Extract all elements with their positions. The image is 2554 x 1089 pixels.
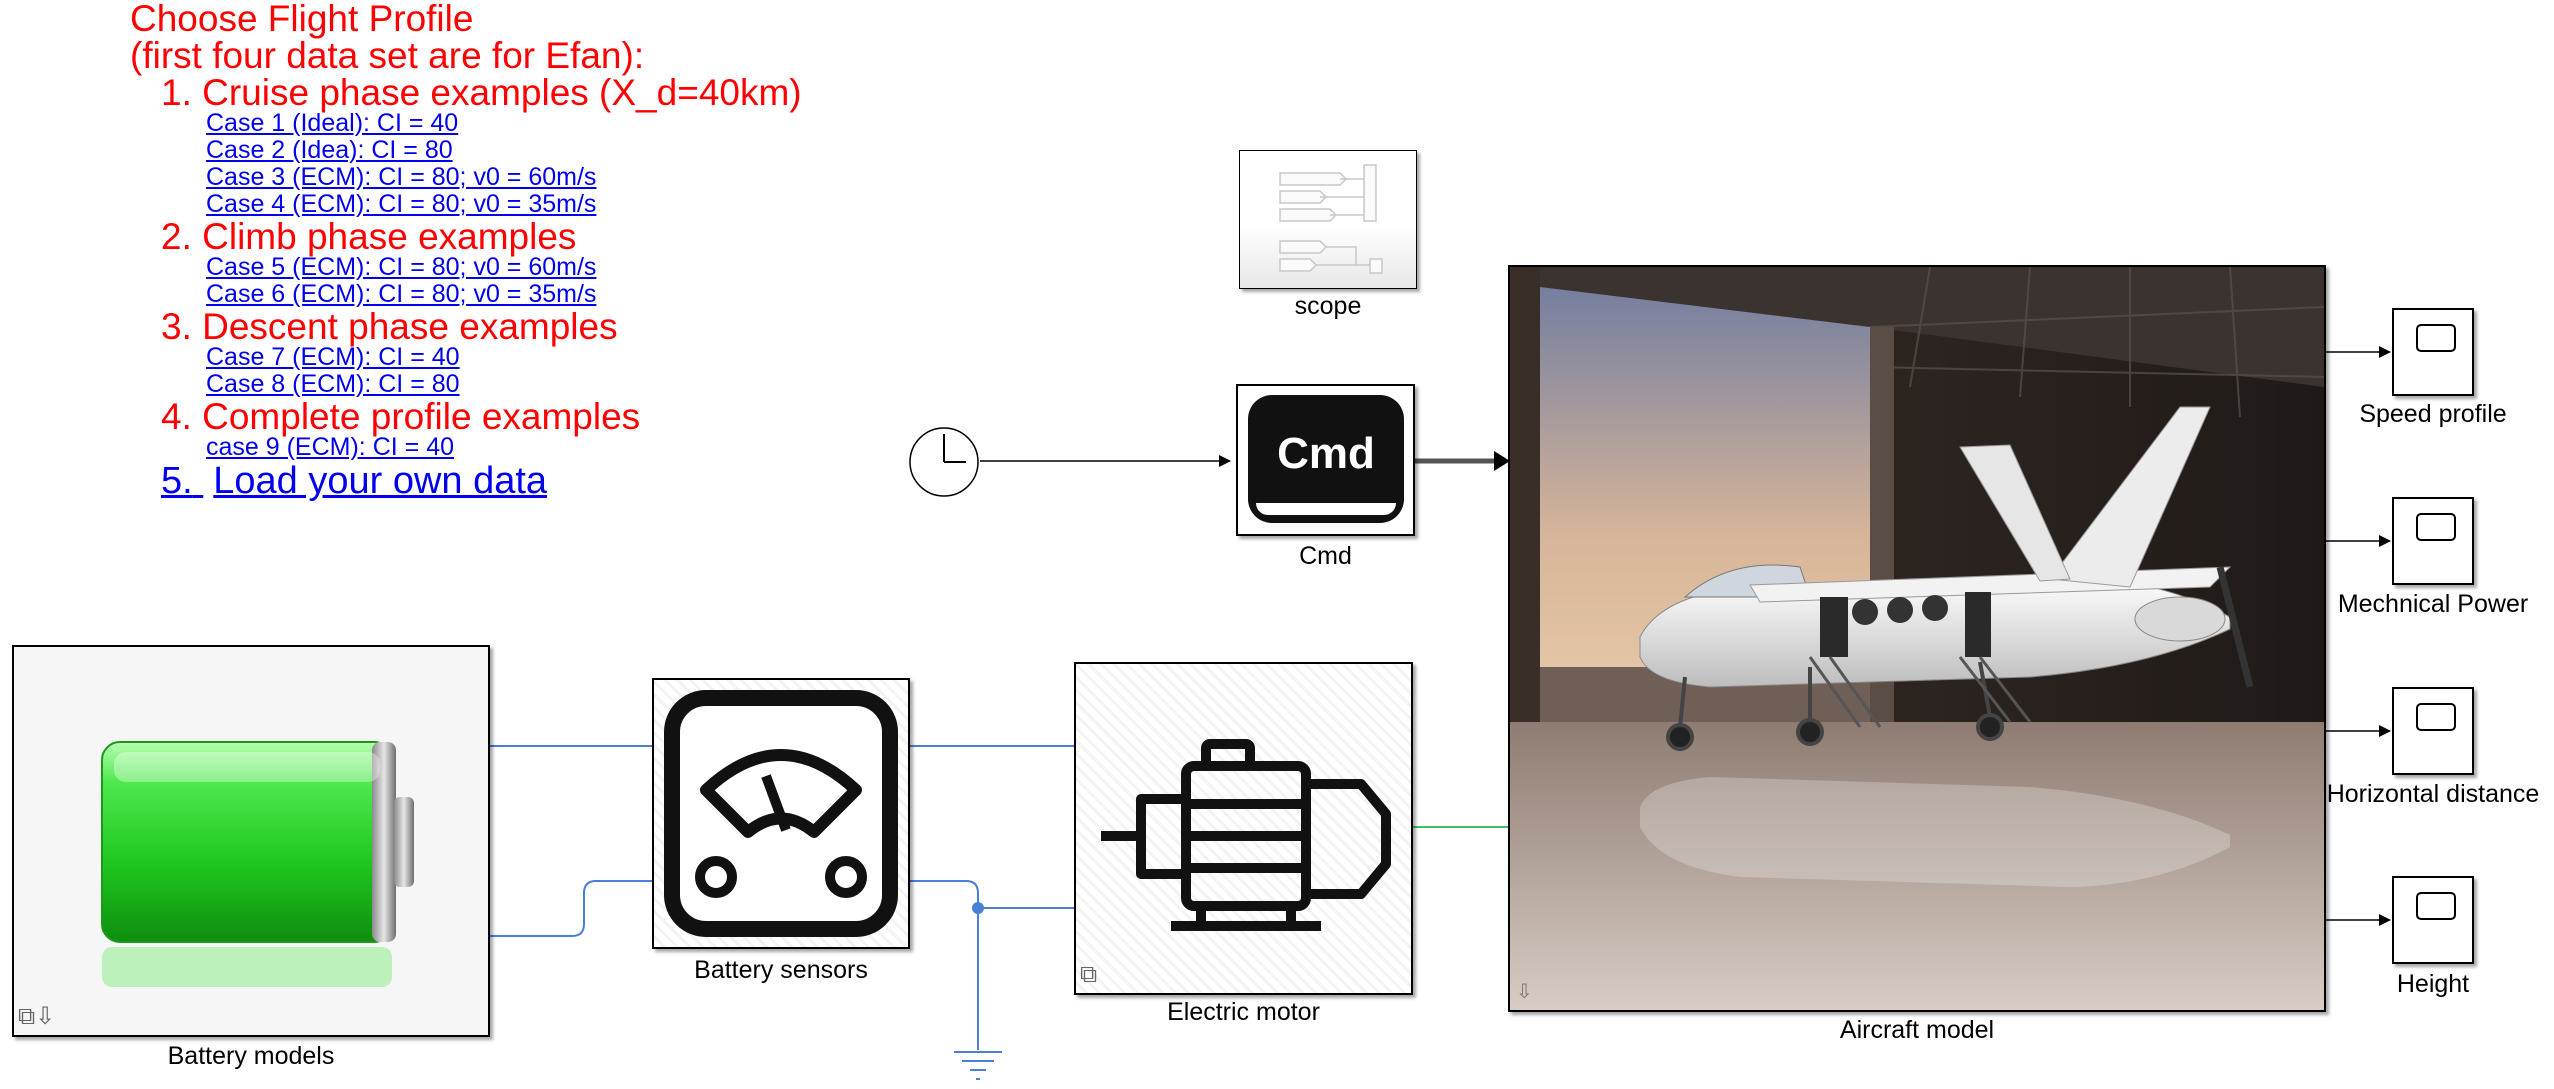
section-heading-descent: 3. Descent phase examples <box>161 306 618 347</box>
speed-profile-scope[interactable] <box>2392 308 2474 396</box>
scope-screen-icon <box>2416 892 2456 920</box>
subsystem-icon: ⧉⇩ <box>18 1003 56 1030</box>
link-case-6[interactable]: Case 6 (ECM): CI = 80; v0 = 35m/s <box>206 280 597 308</box>
airplane-image <box>1510 267 2324 1010</box>
electric-motor-block[interactable]: ⧉ <box>1074 662 1413 995</box>
electrical-ground-icon[interactable] <box>954 1051 1002 1080</box>
height-scope[interactable] <box>2392 876 2474 964</box>
speed-profile-label: Speed profile <box>2359 400 2507 428</box>
wire-battery-neg[interactable] <box>490 880 652 937</box>
gauge-icon <box>664 690 898 937</box>
horizontal-distance-scope[interactable] <box>2392 687 2474 775</box>
scope-screen-icon <box>2416 324 2456 352</box>
annotation-title: Choose Flight Profile <box>130 0 474 39</box>
link-case-9[interactable]: case 9 (ECM): CI = 40 <box>206 433 454 461</box>
scope-screen-icon <box>2416 703 2456 731</box>
link-case-4[interactable]: Case 4 (ECM): CI = 80; v0 = 35m/s <box>206 190 597 218</box>
cmd-icon-text: Cmd <box>1277 429 1375 478</box>
battery-icon <box>101 741 414 987</box>
cmd-block[interactable]: Cmd <box>1236 384 1415 536</box>
cmd-icon: Cmd <box>1248 395 1404 523</box>
battery-sensors-label: Battery sensors <box>694 956 868 984</box>
mechanical-power-scope[interactable] <box>2392 497 2474 585</box>
aircraft-model-block[interactable]: ⇩ <box>1508 265 2326 1012</box>
subsystem-icon: ⧉ <box>1080 961 1098 988</box>
electric-motor-label: Electric motor <box>1167 998 1320 1026</box>
battery-sensors-block[interactable] <box>652 678 910 949</box>
clock-icon[interactable] <box>908 426 980 498</box>
section-heading-climb: 2. Climb phase examples <box>161 216 577 257</box>
battery-models-label: Battery models <box>167 1042 335 1070</box>
link-case-7[interactable]: Case 7 (ECM): CI = 40 <box>206 343 460 371</box>
link-case-3[interactable]: Case 3 (ECM): CI = 80; v0 = 60m/s <box>206 163 597 191</box>
link-case-8[interactable]: Case 8 (ECM): CI = 80 <box>206 370 460 398</box>
link-case-1[interactable]: Case 1 (Ideal): CI = 40 <box>206 109 459 137</box>
flight-profile-annotation: Choose Flight Profile (first four data s… <box>130 0 802 501</box>
mechanical-power-label: Mechnical Power <box>2337 590 2529 618</box>
scope-screen-icon <box>2416 513 2456 541</box>
wire-sensor-to-motor-neg[interactable] <box>910 880 1074 909</box>
link-case-2[interactable]: Case 2 (Idea): CI = 80 <box>206 136 453 164</box>
aircraft-model-label: Aircraft model <box>1839 1016 1995 1044</box>
height-label: Height <box>2396 970 2470 998</box>
link-case-5[interactable]: Case 5 (ECM): CI = 80; v0 = 60m/s <box>206 253 597 281</box>
scope-layout-label: scope <box>1294 292 1362 320</box>
scope-layout-icon <box>1279 164 1383 274</box>
annotation-subtitle: (first four data set are for Efan): <box>130 35 645 76</box>
section-heading-cruise: 1. Cruise phase examples (X_d=40km) <box>161 72 802 113</box>
motor-icon <box>1101 739 1391 931</box>
aircraft-mask-icon: ⇩ <box>1516 981 1533 1003</box>
load-own-data-link[interactable]: 5. Load your own data <box>130 461 802 501</box>
load-own-data-text: Load your own data <box>213 460 548 502</box>
scope-layout-block[interactable] <box>1239 150 1417 289</box>
cmd-label: Cmd <box>1299 542 1352 570</box>
battery-models-block[interactable]: ⧉⇩ <box>12 645 490 1037</box>
section-heading-complete: 4. Complete profile examples <box>161 396 641 437</box>
horizontal-distance-label: Horizontal distance <box>2326 780 2540 808</box>
load-own-data-number: 5. <box>161 460 193 502</box>
